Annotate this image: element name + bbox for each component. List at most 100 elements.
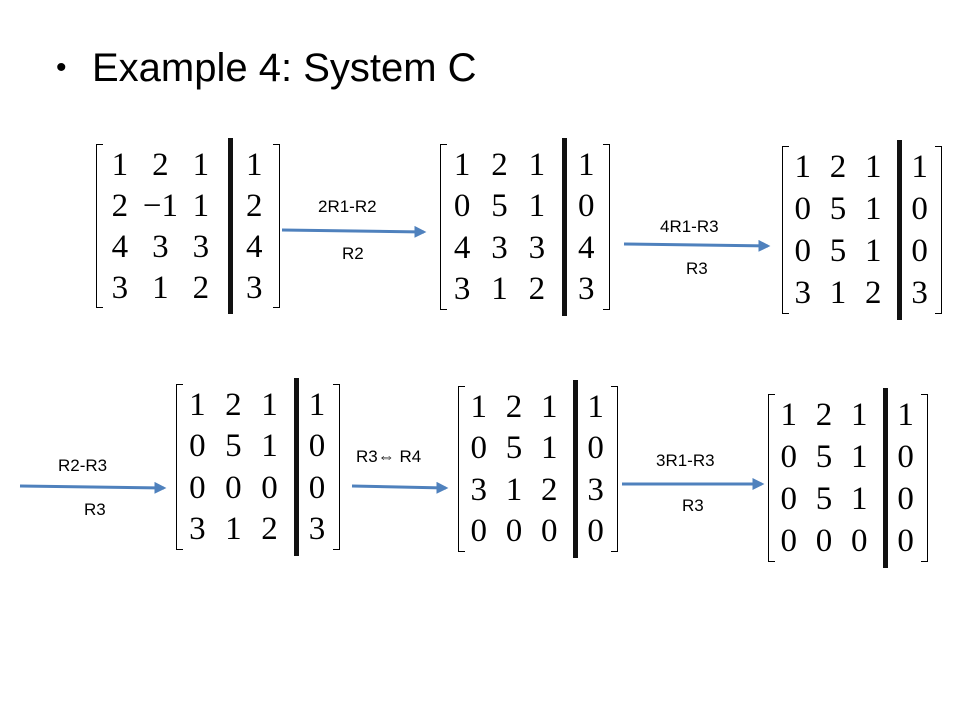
- matrix-cell: 0: [225, 469, 242, 506]
- matrix-cell: 0: [189, 428, 206, 465]
- matrix-cell: 1: [261, 386, 278, 423]
- matrix-cell: 0: [794, 233, 812, 269]
- matrix-cell: 2: [829, 149, 847, 185]
- matrix-cell: 0: [780, 439, 798, 475]
- matrix-cell: 3: [192, 228, 210, 265]
- matrix-cell: 0: [470, 430, 488, 467]
- matrix-cell: 2: [491, 146, 508, 183]
- matrix-cell: 5: [225, 428, 242, 465]
- matrix-cell: 1: [864, 191, 882, 227]
- matrix-cell: 3: [245, 269, 263, 306]
- matrix-cell: 0: [850, 523, 868, 559]
- matrix-cell: 1: [780, 397, 798, 433]
- matrix-cell: 3: [453, 271, 471, 308]
- matrix-cell: 1: [911, 149, 928, 185]
- matrix-cell: 2: [152, 146, 169, 183]
- matrix-cell: 0: [780, 481, 798, 517]
- matrix-cell: 0: [505, 513, 523, 550]
- operation-label: R3: [682, 496, 704, 515]
- matrix-cell: 1: [864, 233, 882, 269]
- matrix-cell: 4: [577, 229, 595, 266]
- matrix-cell: 1: [491, 271, 508, 308]
- matrix-cell: 0: [911, 191, 928, 227]
- operation-label: 2R1-R2: [318, 197, 377, 216]
- matrix-cell: 3: [587, 471, 604, 508]
- matrix-cell: 3: [911, 275, 928, 311]
- matrix-left-bracket: [458, 386, 465, 552]
- matrix-cell: 1: [453, 146, 471, 183]
- matrix-right-bracket: [333, 384, 340, 550]
- matrix-cell: 1: [829, 275, 847, 311]
- matrix-left-bracket: [440, 144, 447, 310]
- operation-label: R3: [84, 500, 106, 519]
- matrix-cell: 1: [864, 149, 882, 185]
- matrix-cell: 0: [261, 469, 278, 506]
- arrow-icon: [351, 481, 449, 494]
- matrix-cell: 0: [308, 469, 326, 506]
- operation-label: R3: [686, 259, 708, 278]
- matrix-cell: 1: [850, 439, 868, 475]
- matrix-cell: 5: [815, 439, 833, 475]
- matrix-cell: 2: [192, 269, 210, 306]
- matrix-cell: 0: [189, 469, 206, 506]
- matrix-cell: 2: [261, 511, 278, 548]
- matrix-cell: 5: [491, 188, 508, 225]
- matrix-cell: 0: [587, 513, 604, 550]
- matrix-cell: 1: [897, 397, 914, 433]
- augmented-divider: [897, 140, 903, 320]
- matrix-right-bracket: [603, 144, 610, 310]
- matrix-cell: 0: [794, 191, 812, 227]
- matrix-cell: 1: [152, 269, 169, 306]
- matrix-cell: 1: [192, 187, 210, 224]
- matrix-cell: 0: [897, 523, 914, 559]
- matrix-cell: 4: [245, 228, 263, 265]
- arrow-icon: [281, 225, 427, 238]
- matrix-cell: 0: [815, 523, 833, 559]
- matrix-left-bracket: [782, 146, 789, 314]
- operation-label: R3⇔ R4: [356, 447, 422, 466]
- matrix-cell: 1: [850, 481, 868, 517]
- matrix-cell: 2: [111, 187, 129, 224]
- slide-title-text: Example 4: System C: [92, 46, 477, 90]
- operation-label: 4R1-R3: [660, 217, 719, 236]
- matrix-cell: 3: [470, 471, 488, 508]
- matrix-cell: 0: [308, 428, 326, 465]
- matrix-cell: 0: [453, 188, 471, 225]
- matrix-cell: −1: [142, 187, 178, 224]
- matrix-left-bracket: [768, 394, 775, 562]
- matrix-cell: 0: [897, 439, 914, 475]
- matrix-cell: 1: [308, 386, 326, 423]
- matrix-cell: 1: [577, 146, 595, 183]
- matrix-cell: 1: [794, 149, 812, 185]
- bullet-icon: •: [56, 51, 67, 84]
- matrix-cell: 1: [505, 471, 523, 508]
- operation-label: 3R1-R3: [656, 451, 715, 470]
- matrix-cell: 1: [111, 146, 129, 183]
- matrix-cell: 1: [528, 188, 546, 225]
- matrix-cell: 1: [540, 430, 558, 467]
- matrix-right-bracket: [273, 144, 280, 308]
- augmented-divider: [883, 388, 889, 568]
- matrix-right-bracket: [921, 394, 928, 562]
- matrix-cell: 1: [192, 146, 210, 183]
- matrix-cell: 3: [528, 229, 546, 266]
- matrix-right-bracket: [611, 386, 618, 552]
- matrix-left-bracket: [96, 144, 103, 308]
- matrix-cell: 1: [261, 428, 278, 465]
- matrix-cell: 5: [829, 191, 847, 227]
- matrix-cell: 2: [245, 187, 263, 224]
- matrix-cell: 0: [470, 513, 488, 550]
- matrix-cell: 3: [152, 228, 169, 265]
- matrix-cell: 2: [505, 388, 523, 425]
- matrix-cell: 2: [864, 275, 882, 311]
- matrix-cell: 2: [540, 471, 558, 508]
- matrix-cell: 1: [587, 388, 604, 425]
- matrix-cell: 5: [829, 233, 847, 269]
- operation-label: R2: [342, 244, 364, 263]
- matrix-cell: 1: [245, 146, 263, 183]
